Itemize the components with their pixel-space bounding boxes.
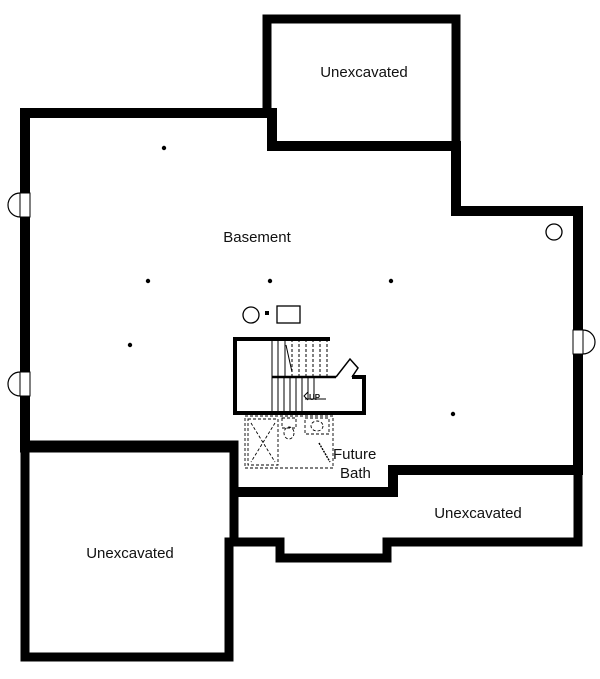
room-label-unexcavated-top: Unexcavated (320, 64, 408, 81)
furnace-icon (276, 305, 301, 324)
sump-pit-icon (545, 223, 563, 241)
future-bath-fixtures (244, 415, 334, 469)
room-label-unexcavated-bottom-right: Unexcavated (434, 505, 522, 522)
room-label-unexcavated-bottom-left: Unexcavated (86, 545, 174, 562)
basement-outer-wall (20, 108, 583, 497)
unexcavated-bottom-right-wall (234, 470, 583, 563)
staircase (233, 337, 366, 415)
window-right (572, 329, 596, 355)
equipment-marker-icon (265, 311, 269, 315)
window-left-upper (7, 192, 31, 218)
water-heater-icon (242, 306, 260, 324)
stairs-up-label: UP (309, 393, 321, 402)
future-bath-label-line1: Future (333, 446, 377, 463)
window-left-lower (7, 371, 31, 397)
unexcavated-top-wall (262, 14, 461, 150)
room-label-basement: Basement (223, 229, 291, 246)
future-bath-label-line2: Bath (340, 465, 371, 482)
support-columns (127, 145, 456, 417)
